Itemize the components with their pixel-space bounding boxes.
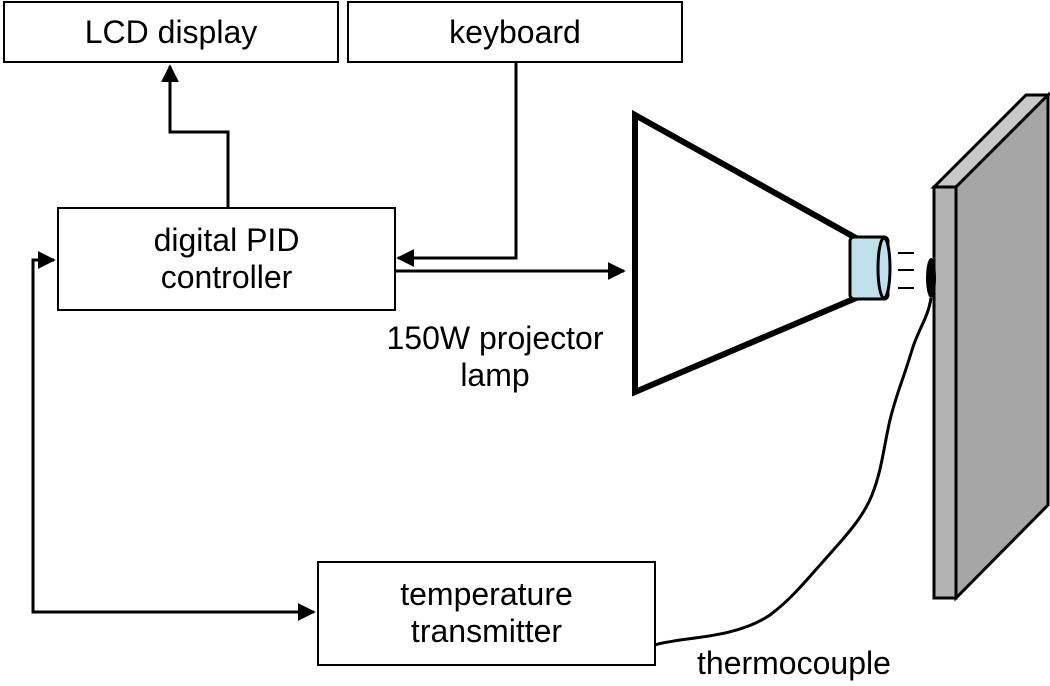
pid-label-line1: digital PID [153,222,300,258]
lamp-label-line1: 150W projector [386,320,604,356]
lcd-display-label: LCD display [84,14,258,50]
thermocouple-bead [926,258,936,298]
pid-controller-label: digital PID controller [58,222,395,296]
lcd-display-box [3,1,339,63]
projector-lamp-label: 150W projector lamp [350,320,640,394]
thermocouple-wire [654,297,933,647]
feedback-loop-connector [31,251,316,621]
sample-panel-front [932,185,958,600]
transmitter-label: temperature transmitter [318,576,655,650]
thermocouple-label: thermocouple [697,645,891,681]
keyboard-label: keyboard [449,14,581,50]
temperature-transmitter-box [317,561,656,666]
lamp-lens-face [876,236,892,300]
projector-lamp-shape [632,109,859,397]
keyboard-box [347,1,683,63]
transmitter-label-line2: transmitter [410,612,563,649]
pid-label-line2: controller [160,258,293,295]
keyboard-to-pid-connector [396,62,518,267]
transmitter-label-line1: temperature [400,576,573,612]
pid-to-lcd-connector [161,64,230,208]
lamp-label-line2: lamp [460,356,530,393]
